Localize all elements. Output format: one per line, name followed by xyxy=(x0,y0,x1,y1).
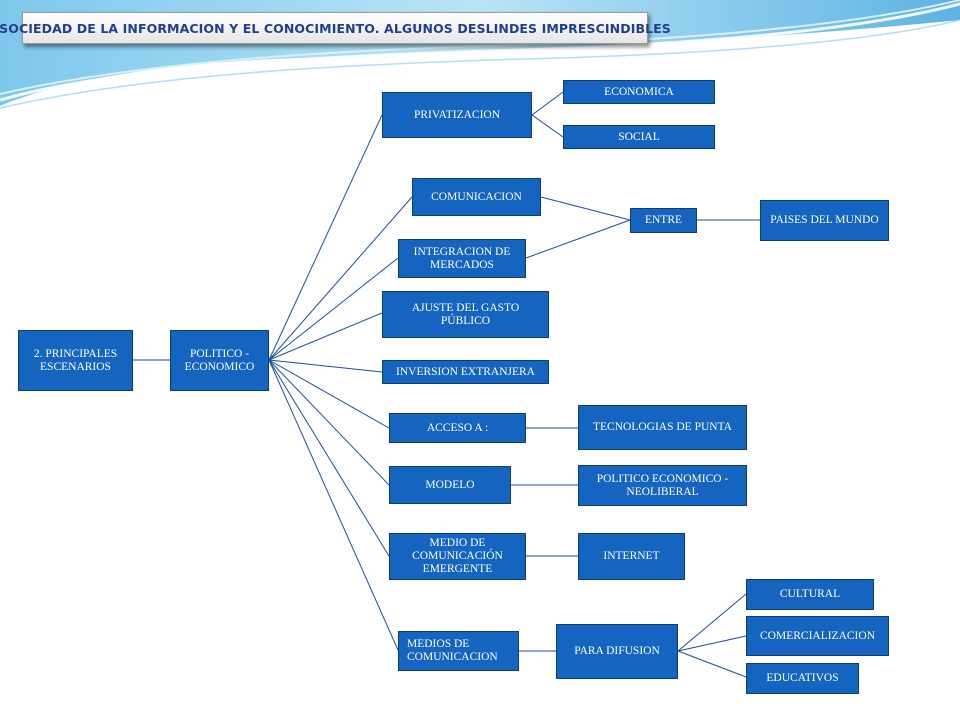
node-privatizacion: PRIVATIZACION xyxy=(382,92,532,138)
node-acceso-a: ACCESO A : xyxy=(389,413,526,443)
connector-politico-medio xyxy=(268,359,390,557)
node-integracion-mercados: INTEGRACION DE MERCADOS xyxy=(398,239,526,278)
connector-privatizacion-social xyxy=(531,114,564,138)
node-entre: ENTRE xyxy=(630,208,697,233)
node-comercializacion: COMERCIALIZACION xyxy=(746,616,889,656)
connector-politico-comunicacion xyxy=(268,196,413,361)
node-comunicacion: COMUNICACION xyxy=(412,178,541,216)
connector-difusion-comercializacion xyxy=(677,635,747,652)
connector-difusion-cultural xyxy=(677,593,747,652)
connector-politico-integracion xyxy=(268,257,399,361)
connector-politico-modelo xyxy=(268,359,390,486)
node-social: SOCIAL xyxy=(563,125,715,149)
connector-politico-medios xyxy=(268,359,399,651)
node-paises-mundo: PAISES DEL MUNDO xyxy=(760,200,889,241)
node-inversion-extranjera: INVERSION EXTRANJERA xyxy=(382,360,549,384)
connector-difusion-educativos xyxy=(677,650,747,678)
connector-politico-privatizacion xyxy=(268,114,383,361)
node-tecnologias-punta: TECNOLOGIAS DE PUNTA xyxy=(578,405,747,450)
node-cultural: CULTURAL xyxy=(746,579,874,610)
connector-integracion-entre xyxy=(525,219,631,259)
node-medios-comunicacion: MEDIOS DE COMUNICACION xyxy=(398,631,519,671)
node-politico-neoliberal: POLITICO ECONOMICO - NEOLIBERAL xyxy=(578,465,747,506)
connector-politico-acceso xyxy=(268,359,390,429)
connector-politico-ajuste xyxy=(268,312,383,361)
node-educativos: EDUCATIVOS xyxy=(746,663,859,694)
node-para-difusion: PARA DIFUSION xyxy=(556,624,678,679)
node-principales-escenarios: 2. PRINCIPALES ESCENARIOS xyxy=(18,330,133,391)
connector-privatizacion-economica xyxy=(531,91,564,116)
node-medio-emergente: MEDIO DE COMUNICACIÓN EMERGENTE xyxy=(389,533,526,580)
connector-comunicacion-entre xyxy=(540,196,631,221)
node-economica: ECONOMICA xyxy=(563,80,715,104)
page-title: SOCIEDAD DE LA INFORMACION Y EL CONOCIMI… xyxy=(0,12,671,44)
node-politico-economico: POLITICO - ECONOMICO xyxy=(170,330,269,391)
node-internet: INTERNET xyxy=(578,533,685,580)
node-modelo: MODELO xyxy=(389,466,511,504)
connector-politico-inversion xyxy=(268,359,383,373)
node-ajuste-gasto: AJUSTE DEL GASTO PÚBLICO xyxy=(382,291,549,338)
